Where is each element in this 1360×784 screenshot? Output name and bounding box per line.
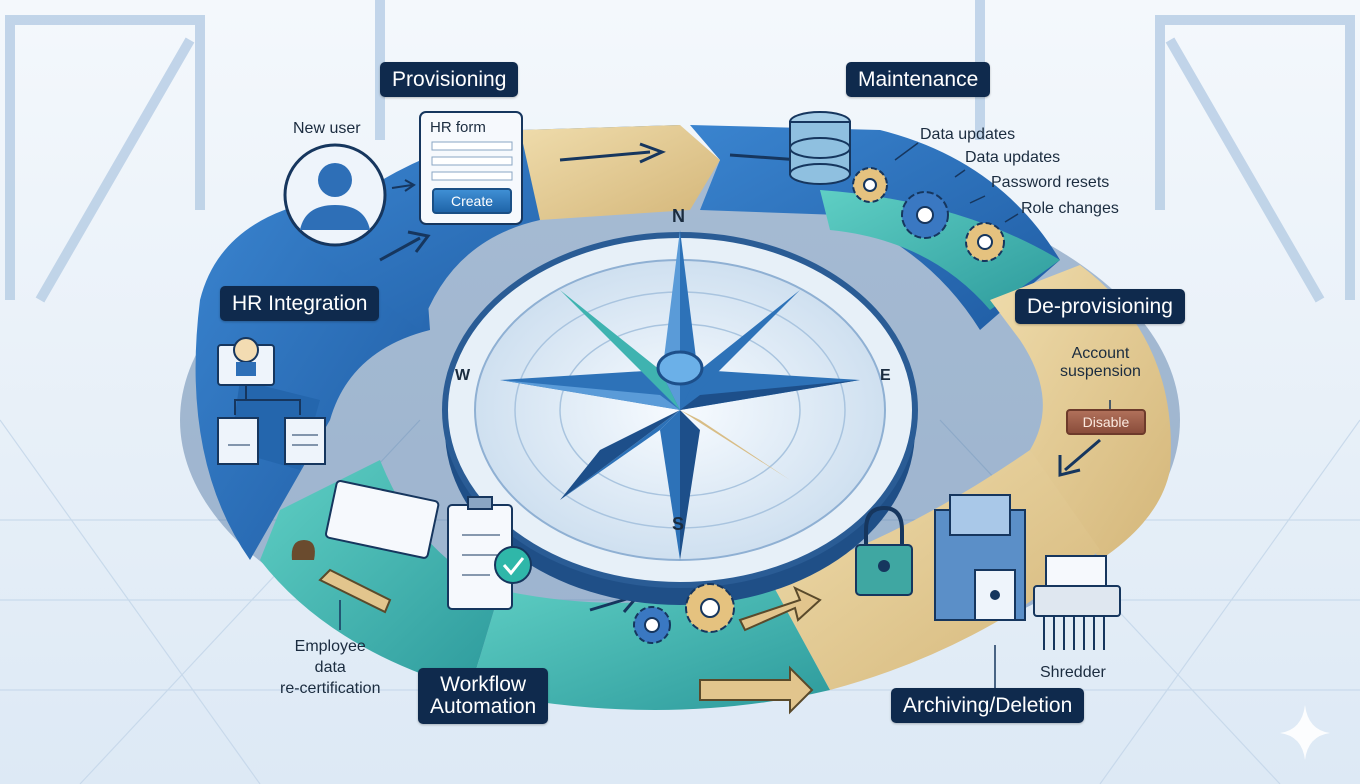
stage-label-maintenance: Maintenance (846, 62, 991, 98)
compass-south: S (672, 514, 684, 534)
document-icon (217, 417, 326, 465)
clipboard-icon (325, 480, 513, 610)
workflow-line-2: Automation (430, 695, 537, 718)
employee-data-line-1: Employee (294, 638, 366, 655)
compass (442, 230, 918, 605)
compass-east: E (880, 367, 891, 384)
maintenance-item-1: Data updates (920, 126, 1016, 143)
maintenance-item-4: Role changes (1021, 200, 1119, 217)
shredder-icon (1033, 555, 1121, 650)
provisioning-tan-segment (520, 125, 720, 220)
employee-data-line-3: re-certification (280, 680, 381, 697)
hr-form-title: HR form (430, 119, 486, 136)
account-suspension-line-2: suspension (1060, 363, 1141, 381)
gear-icon-maintenance (852, 167, 1005, 262)
gear-icon-workflow (633, 583, 735, 644)
compass-north: N (672, 206, 685, 226)
account-suspension-line-1: Account (1071, 345, 1130, 362)
stage-label-workflow-automation: Workflow Automation (418, 668, 549, 724)
stage-label-deprovisioning: De-provisioning (1015, 289, 1185, 325)
new-user-label: New user (293, 120, 361, 137)
stage-label-hr-integration: HR Integration (220, 286, 380, 322)
padlock-icon (855, 505, 913, 596)
employee-id-icon (217, 337, 275, 386)
maintenance-item-3: Password resets (991, 174, 1110, 191)
employee-data-segment (260, 460, 500, 690)
compass-west: W (455, 367, 471, 384)
create-button[interactable]: Create (432, 188, 512, 214)
archive-box-icon (934, 494, 1026, 621)
stage-label-archiving-deletion: Archiving/Deletion (891, 688, 1085, 724)
person-marker-icon (291, 540, 315, 560)
database-icon (789, 111, 851, 185)
employee-data-line-2: data (314, 659, 346, 676)
stage-label-provisioning: Provisioning (380, 62, 519, 98)
checkmark-icon (494, 546, 532, 584)
user-avatar-icon (283, 143, 387, 247)
maintenance-item-2: Data updates (965, 149, 1061, 166)
account-suspension-label: Account suspension (1060, 345, 1141, 382)
sparkle-icon (1280, 705, 1330, 760)
employee-data-label: Employee data re-certification (280, 636, 380, 699)
maintenance-teal-segment (820, 190, 1060, 310)
workflow-segment (470, 580, 830, 710)
disable-button[interactable]: Disable (1066, 409, 1146, 435)
shredder-label: Shredder (1040, 664, 1106, 681)
workflow-line-1: Workflow (440, 673, 527, 696)
